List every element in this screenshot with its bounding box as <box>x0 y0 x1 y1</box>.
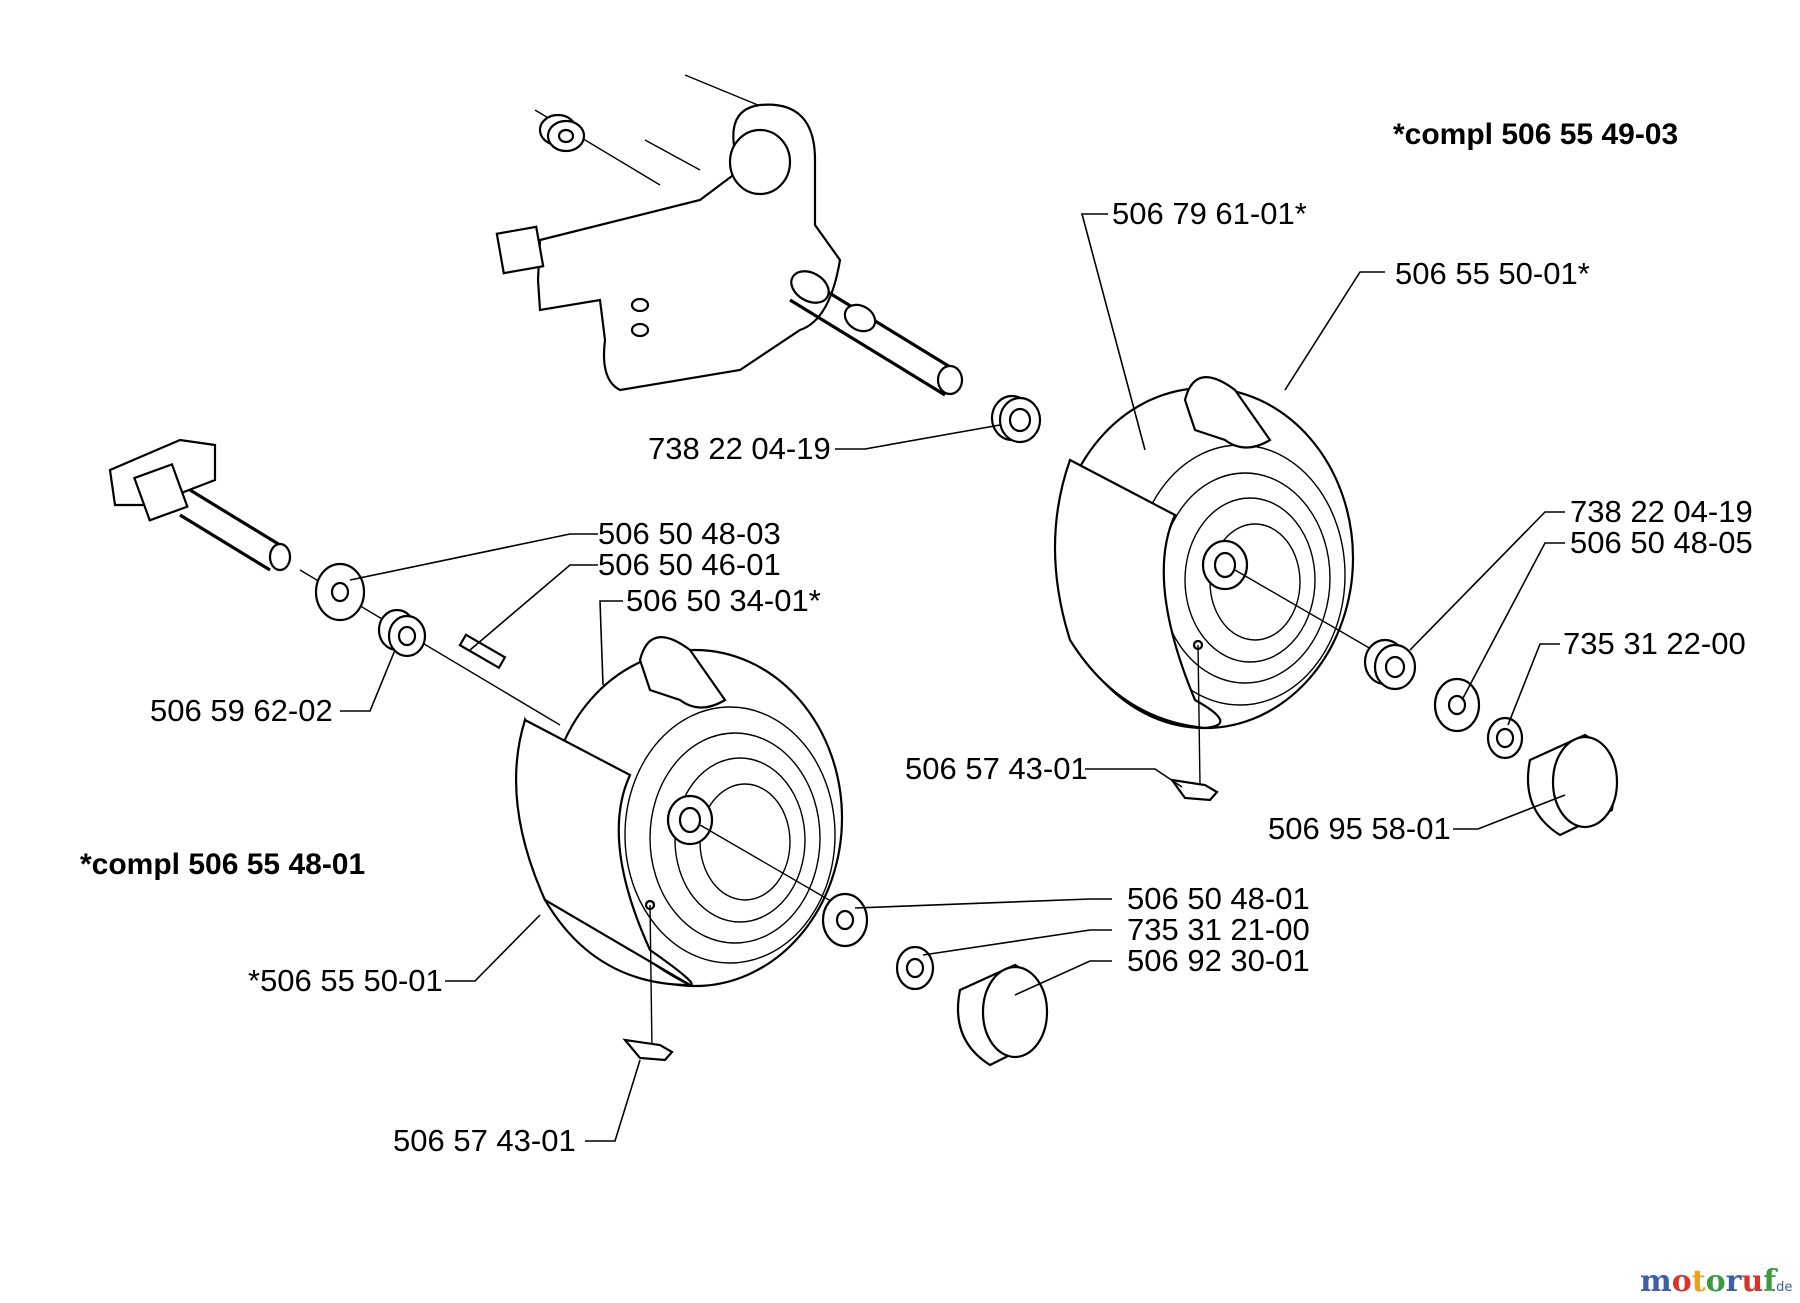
leader-lines <box>340 213 1566 1142</box>
assembly-label-left: *compl 506 55 48-01 <box>80 848 365 881</box>
part-label-rim-left: 506 50 34-01* <box>626 583 821 618</box>
part-label-clip-left: 735 31 21-00 <box>1127 912 1310 947</box>
part-label-clip-right: 735 31 22-00 <box>1563 626 1746 661</box>
part-label-spacer: 506 59 62-02 <box>150 693 333 728</box>
bearing-top <box>990 394 1042 444</box>
part-label-washer-axle: 506 50 48-03 <box>598 516 781 551</box>
washer-right <box>1433 677 1481 733</box>
axle-bracket <box>495 74 1042 444</box>
key <box>458 633 507 670</box>
part-labels: *compl 506 55 49-03 *compl 506 55 48-01 … <box>80 118 1753 1158</box>
left-axle <box>108 438 561 726</box>
watermark-letter: t <box>1692 1264 1706 1299</box>
part-label-tyre-left: *506 55 50-01 <box>248 963 443 998</box>
bearing-right <box>1363 638 1417 691</box>
part-label-bearing-top: 738 22 04-19 <box>648 431 831 466</box>
valve-left <box>622 904 674 1062</box>
watermark-logo: motoruf .de <box>1640 1264 1792 1299</box>
watermark-letter: r <box>1726 1264 1743 1299</box>
part-label-washer-right: 506 50 48-05 <box>1570 525 1753 560</box>
wheel-left <box>514 636 856 988</box>
watermark-letter: u <box>1741 1264 1763 1299</box>
clip-right <box>1486 716 1524 760</box>
part-label-tyre-right: 506 55 50-01* <box>1395 256 1590 291</box>
bushing-top <box>538 113 586 153</box>
wheel-right <box>1053 376 1391 730</box>
assembly-label-right: *compl 506 55 49-03 <box>1393 118 1678 151</box>
watermark-letter: o <box>1706 1264 1726 1299</box>
watermark-brand: motoruf <box>1640 1264 1778 1299</box>
clip-left <box>895 945 935 991</box>
washer-axle <box>314 562 366 622</box>
part-label-cap-right: 506 95 58-01 <box>1268 811 1451 846</box>
part-label-rim-right: 506 79 61-01* <box>1112 196 1307 231</box>
watermark-letter: f <box>1763 1264 1778 1299</box>
watermark-letter: o <box>1672 1264 1692 1299</box>
hubcap-right <box>1526 733 1619 837</box>
part-label-valve-left: 506 57 43-01 <box>393 1123 576 1158</box>
part-label-key: 506 50 46-01 <box>598 547 781 582</box>
hubcap-left <box>956 963 1049 1067</box>
part-label-washer-left: 506 50 48-01 <box>1127 881 1310 916</box>
washer-left <box>821 892 869 948</box>
watermark-suffix: .de <box>1772 1280 1792 1295</box>
part-label-bearing-right: 738 22 04-19 <box>1570 494 1753 529</box>
spacer-left <box>377 608 427 658</box>
part-label-cap-left: 506 92 30-01 <box>1127 943 1310 978</box>
valve-right <box>1169 644 1219 802</box>
watermark-letter: m <box>1640 1264 1672 1299</box>
part-label-valve-right: 506 57 43-01 <box>905 751 1088 786</box>
